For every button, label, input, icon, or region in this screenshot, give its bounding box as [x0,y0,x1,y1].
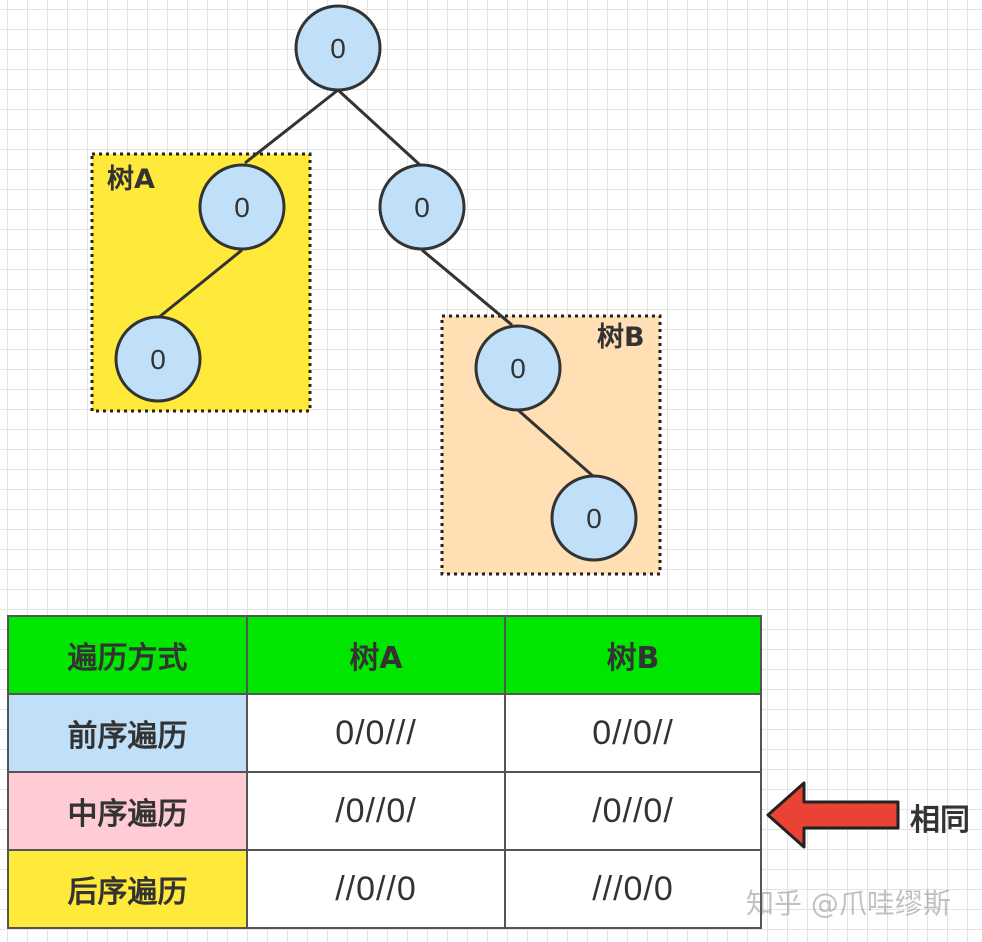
edge-root-right [336,88,422,167]
tree-node-a-root-label: 0 [234,192,250,223]
header-cell-tree-a: 树A [246,615,506,695]
same-annotation-label: 相同 [910,803,970,838]
tree-node-a-left-label: 0 [150,344,166,375]
header-cell-tree-b: 树B [504,615,762,695]
tree-node-root-circle [294,4,382,92]
watermark: 知乎 @爪哇缪斯 [746,887,951,920]
cell-preorder-tree-b: 0//0// [504,693,762,773]
table-row: 前序遍历 0/0/// 0//0// [7,693,762,773]
row-label-preorder: 前序遍历 [7,693,248,773]
tree-node-root-label: 0 [330,33,346,64]
traversal-table: 遍历方式 树A 树B 前序遍历 0/0/// 0//0// 中序遍历 /0//0… [7,615,762,929]
edge-treeb-rightchild [517,408,595,479]
cell-inorder-tree-a: /0//0/ [246,771,506,851]
tree-node-a-root-circle [198,163,286,251]
cell-postorder-tree-a: //0//0 [246,849,506,929]
tree-node-a-left: 0 [114,315,202,403]
cell-inorder-tree-b: /0//0/ [504,771,762,851]
tree-node-b-root: 0 [474,324,562,412]
tree-node-b-right-label: 0 [586,503,602,534]
edge-left-leftchild [157,248,243,320]
row-label-inorder: 中序遍历 [7,771,248,851]
tree-node-root: 0 [294,4,382,92]
table-row: 后序遍历 //0//0 ///0/0 [7,849,762,929]
cell-preorder-tree-a: 0/0/// [246,693,506,773]
tree-node-a-left-circle [114,315,202,403]
tree-node-b-right: 0 [550,474,638,562]
left-arrow-shape [766,781,900,849]
row-label-postorder: 后序遍历 [7,849,248,929]
tree-node-b-right-circle [550,474,638,562]
tree-node-b-root-label: 0 [510,353,526,384]
region-label-tree-a: 树A [107,164,155,195]
tree-node-right: 0 [378,163,466,251]
left-arrow-icon [766,781,900,849]
binary-tree-diagram: 树A 树B 0 0 0 0 0 0 [90,4,662,576]
tree-node-right-circle [378,163,466,251]
tree-node-a-root: 0 [198,163,286,251]
table-header-row: 遍历方式 树A 树B [7,615,762,695]
cell-postorder-tree-b: ///0/0 [504,849,762,929]
tree-node-b-root-circle [474,324,562,412]
region-label-tree-b: 树B [597,322,645,353]
header-cell-method: 遍历方式 [7,615,248,695]
tree-node-right-label: 0 [414,192,430,223]
table-row: 中序遍历 /0//0/ /0//0/ [7,771,762,851]
edge-root-left [244,88,339,165]
edge-right-rightchild [421,248,513,327]
